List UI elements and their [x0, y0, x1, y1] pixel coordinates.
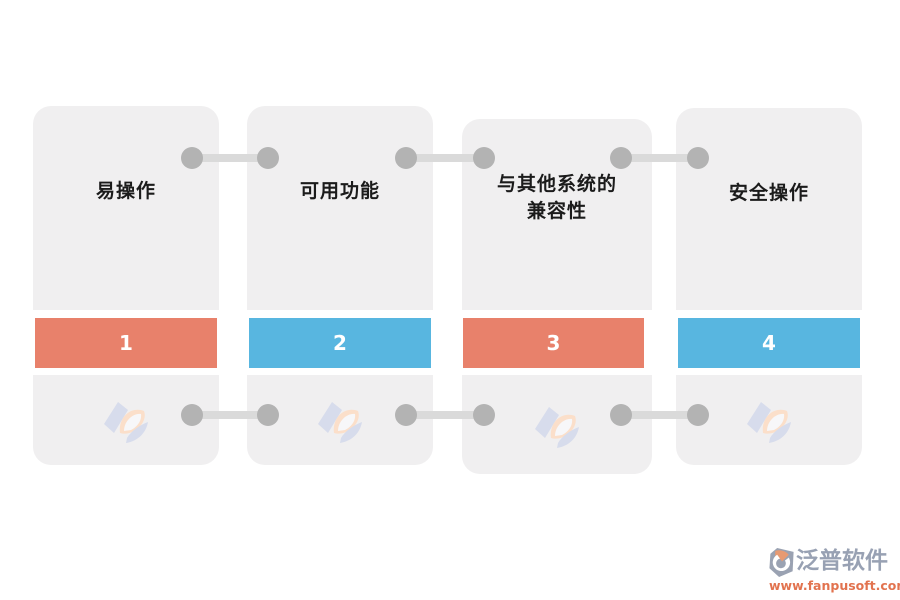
- fanpu-watermark-icon: [318, 402, 362, 443]
- step-number-bar: 4: [678, 318, 860, 368]
- step-number-bar: 2: [249, 318, 431, 368]
- connector-dot-icon: [610, 147, 632, 169]
- connector-top-3: [610, 147, 709, 169]
- connector-dot-icon: [257, 147, 279, 169]
- step-number: 2: [333, 331, 347, 355]
- connector-dot-icon: [687, 404, 709, 426]
- step-card-1: 易操作 1: [33, 0, 219, 600]
- connector-dot-icon: [395, 147, 417, 169]
- step-card-3: 与其他系统的 兼容性 3: [462, 0, 652, 600]
- connector-dot-icon: [181, 147, 203, 169]
- connector-dot-icon: [181, 404, 203, 426]
- connector-dot-icon: [610, 404, 632, 426]
- connector-top-2: [395, 147, 495, 169]
- fanpu-logo-icon: [769, 548, 794, 577]
- fanpu-watermark-icon: [747, 402, 791, 443]
- connector-dot-icon: [395, 404, 417, 426]
- step-title: 可用功能: [299, 180, 380, 202]
- card-top-section: 易操作: [33, 106, 219, 310]
- connector-top-1: [181, 147, 279, 169]
- step-number: 4: [762, 331, 776, 355]
- connector-dot-icon: [257, 404, 279, 426]
- brand-name: 泛普软件: [796, 548, 888, 574]
- step-card-4: 安全操作 4: [676, 0, 862, 600]
- card-top-section: 安全操作: [676, 108, 862, 310]
- step-title: 安全操作: [728, 182, 809, 204]
- card-top-section: 可用功能: [247, 106, 433, 310]
- step-title: 易操作: [95, 180, 156, 202]
- connector-dot-icon: [473, 404, 495, 426]
- step-number: 1: [119, 331, 133, 355]
- connector-bottom-3: [610, 404, 709, 426]
- brand-url: www.fanpusoft.com: [769, 578, 900, 593]
- step-title: 与其他系统的 兼容性: [496, 173, 617, 222]
- connector-dot-icon: [473, 147, 495, 169]
- step-number-bar: 1: [35, 318, 217, 368]
- connector-bottom-2: [395, 404, 495, 426]
- step-card-2: 可用功能 2: [247, 0, 433, 600]
- step-number-bar: 3: [463, 318, 644, 368]
- fanpu-watermark-icon: [104, 402, 148, 443]
- footer-brand-block: 泛普软件 www.fanpusoft.com: [769, 548, 900, 593]
- connector-bottom-1: [181, 404, 279, 426]
- connector-dot-icon: [687, 147, 709, 169]
- step-number: 3: [546, 331, 561, 355]
- fanpu-watermark-icon: [535, 406, 579, 448]
